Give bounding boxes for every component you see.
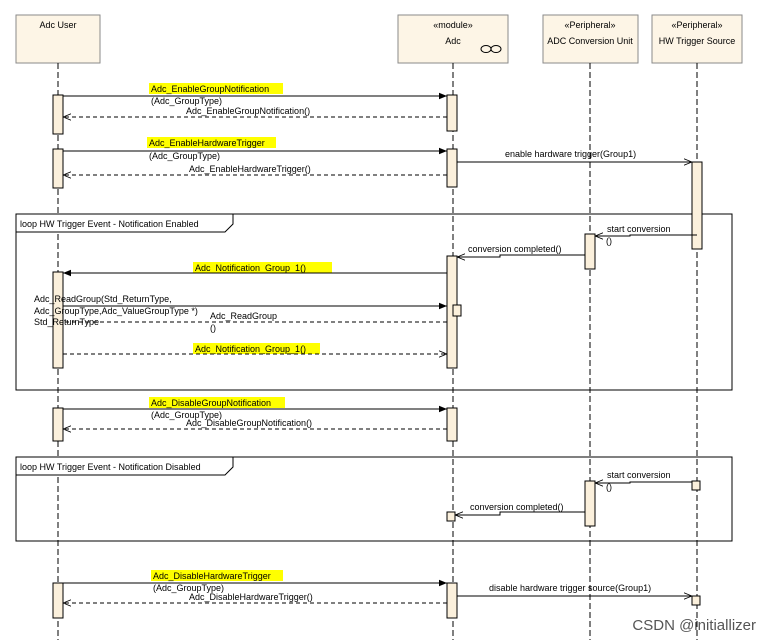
message-label: start conversion [607, 470, 671, 480]
activations [52, 94, 703, 619]
activation-bar [446, 511, 456, 522]
message-label: () [210, 323, 216, 333]
highlight [193, 262, 332, 273]
message-label: conversion completed() [468, 244, 562, 254]
activation-bar [691, 161, 703, 250]
loop-fragment-enabled: loop HW Trigger Event - Notification Ena… [15, 213, 733, 391]
activation-bar [446, 148, 458, 188]
participant-adc: «module» Adc [397, 14, 509, 64]
message-label: Adc_Notification_Group_1() [195, 344, 306, 354]
fragment-label: loop HW Trigger Event - Notification Dis… [20, 462, 201, 472]
participant-name: Adc [445, 36, 461, 46]
message-arrow [455, 512, 585, 515]
message-label: Adc_ReadGroup(Std_ReturnType, [34, 294, 172, 304]
participant-name: ADC Conversion Unit [547, 36, 633, 46]
highlight [149, 83, 283, 94]
message-label: Adc_EnableHardwareTrigger() [189, 164, 311, 174]
highlight [147, 137, 276, 148]
activation-bar [52, 407, 64, 442]
participant-name: Adc User [39, 20, 76, 30]
fragment-label: loop HW Trigger Event - Notification Ena… [20, 219, 199, 229]
participant-adc-conversion-unit: «Peripheral» ADC Conversion Unit [542, 14, 639, 64]
activation-bar [584, 233, 596, 270]
message-label: (Adc_GroupType) [149, 151, 220, 161]
message-label: Adc_EnableGroupNotification [151, 84, 269, 94]
message-label: disable hardware trigger source(Group1) [489, 583, 651, 593]
activation-bar [52, 94, 64, 135]
highlight [151, 570, 283, 581]
message-label: Adc_DisableGroupNotification() [186, 418, 312, 428]
message-label: Adc_DisableHardwareTrigger() [189, 592, 313, 602]
message-label: conversion completed() [470, 502, 564, 512]
activation-bar [691, 595, 701, 606]
watermark: CSDN @initiallizer [632, 617, 756, 634]
message-label: (Adc_GroupType) [153, 583, 224, 593]
participant-hw-trigger-source: «Peripheral» HW Trigger Source [651, 14, 743, 64]
activation-bar [446, 407, 458, 442]
message-label: Adc_DisableGroupNotification [151, 398, 271, 408]
activation-bar [446, 582, 458, 619]
participant-stereotype: «Peripheral» [564, 20, 615, 30]
highlight [193, 343, 320, 354]
message-arrow [457, 255, 585, 257]
infinity-icon [480, 45, 502, 53]
message-label: Std_ReturnType [34, 317, 99, 327]
loop-fragment-disabled: loop HW Trigger Event - Notification Dis… [15, 456, 733, 542]
activation-bar [52, 148, 64, 189]
messages [63, 92, 697, 603]
activation-bar [452, 304, 462, 317]
highlight [149, 397, 285, 408]
activation-bar [446, 94, 458, 132]
message-label: Adc_DisableHardwareTrigger [153, 571, 271, 581]
message-label: Adc_EnableGroupNotification() [186, 106, 310, 116]
message-arrow [595, 482, 692, 483]
activation-bar [584, 480, 596, 527]
message-label: start conversion [607, 224, 671, 234]
message-label: (Adc_GroupType) [151, 410, 222, 420]
participant-stereotype: «module» [433, 20, 473, 30]
participant-stereotype: «Peripheral» [671, 20, 722, 30]
message-label: () [606, 236, 612, 246]
activation-bar [52, 582, 64, 619]
message-label: Adc_ReadGroup [210, 311, 277, 321]
participant-adc-user: Adc User [15, 14, 101, 64]
message-arrow [595, 235, 697, 236]
message-label: () [606, 482, 612, 492]
message-label: (Adc_GroupType) [151, 96, 222, 106]
message-label: Adc_GroupType,Adc_ValueGroupType *) [34, 306, 198, 316]
message-label: Adc_EnableHardwareTrigger [149, 138, 265, 148]
participant-name: HW Trigger Source [659, 36, 736, 46]
activation-bar [691, 480, 701, 491]
message-label: Adc_Notification_Group_1() [195, 263, 306, 273]
activation-bar [52, 271, 64, 369]
message-label: enable hardware trigger(Group1) [505, 149, 636, 159]
message-labels: Adc_EnableGroupNotification (Adc_GroupTy… [34, 84, 671, 602]
label-highlights [147, 83, 332, 581]
